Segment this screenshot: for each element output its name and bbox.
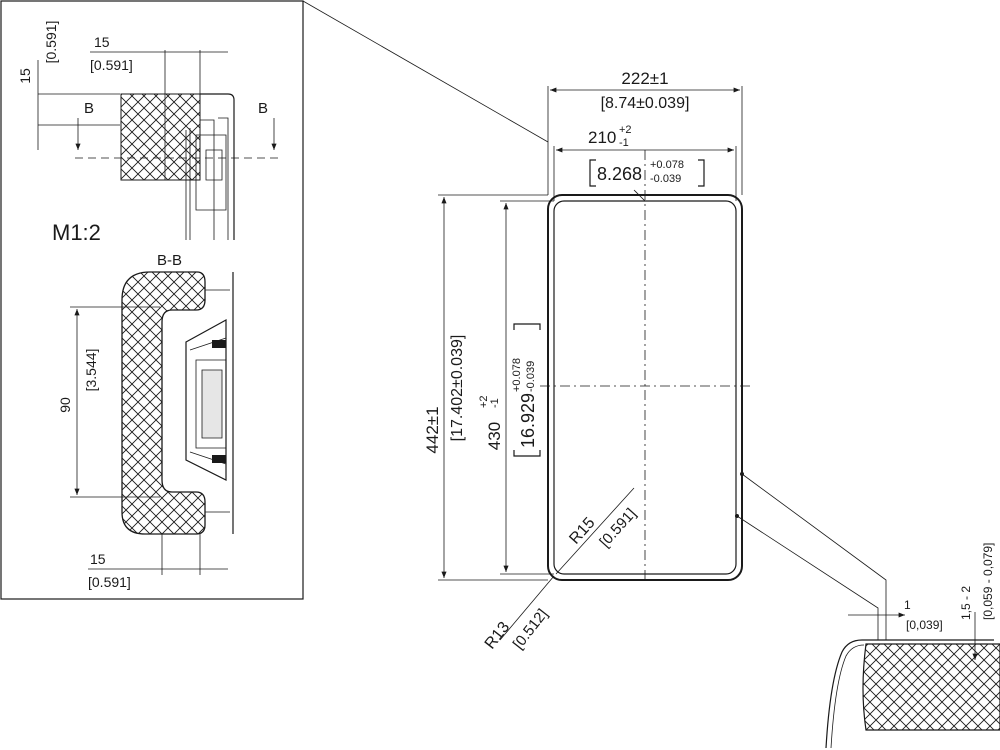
r13-mm: R13 [482, 619, 514, 653]
r13-leader [499, 575, 555, 641]
section-bb-view: B-B 90 [3.544] 15 [0.591] [57, 252, 234, 590]
inner-height-in-plus: +0.078 [511, 358, 523, 392]
section-title: B-B [157, 252, 182, 269]
inner-width-tol-plus: +2 [619, 124, 632, 136]
detail-frame [0, 0, 304, 600]
inner-width-in-plus: +0.078 [650, 159, 684, 171]
r15-in: [0.591] [596, 505, 639, 550]
outer-width-mm: 222±1 [621, 69, 668, 88]
section-mark-right: B [258, 100, 268, 117]
gap-mm: 1 [904, 598, 911, 612]
inner-width-tol-minus: -1 [619, 137, 629, 149]
outer-width-in: [8.74±0.039] [601, 95, 690, 112]
bb-height-in: [3.544] [83, 349, 99, 392]
bb-bottom-in: [0.591] [88, 574, 131, 590]
inner-width-in: 8.268 [597, 164, 642, 184]
section-mark-left: B [84, 100, 94, 117]
r15-leader [555, 487, 635, 575]
outer-height-in: [17.402±0.039] [449, 335, 466, 442]
top-flange-mm: 15 [94, 34, 110, 50]
sink-edge-profile [825, 639, 994, 749]
thick-mm: 1,5 - 2 [959, 586, 973, 620]
top-section-view: B B 15 [0.591] 15 [0.591] [17, 21, 278, 240]
bb-bottom-mm: 15 [90, 551, 106, 567]
section-bb-hatch [121, 271, 206, 535]
countertop-hatch [862, 643, 1000, 731]
inner-height-mm: 430 [485, 422, 504, 450]
r15-mm: R15 [566, 514, 598, 547]
inner-height-tol-plus: +2 [478, 395, 490, 408]
top-depth-mm: 15 [17, 68, 33, 84]
thick-in: [0,059 - 0,079] [981, 543, 995, 620]
plan-view: 222±1 [8.74±0.039] 210 +2 -1 8.268 +0.07… [423, 69, 887, 653]
r13-in: [0.512] [510, 606, 552, 653]
edge-detail: 1 [0,039] 1,5 - 2 [0,059 - 0,079] [825, 543, 1000, 749]
outer-height-mm: 442±1 [423, 406, 442, 453]
inner-height-in-minus: -0.039 [525, 361, 537, 392]
inner-width-in-minus: -0.039 [650, 173, 681, 185]
bb-height-mm: 90 [57, 397, 73, 413]
inner-height-in: 16.929 [518, 393, 538, 448]
detail-leader-line [302, 0, 549, 143]
scale-label: M1:2 [52, 220, 101, 245]
top-flange-in: [0.591] [90, 57, 133, 73]
inner-width-mm: 210 [588, 128, 616, 147]
top-section-hatch [120, 93, 201, 181]
top-depth-in: [0.591] [43, 21, 59, 64]
detail-panel: B B 15 [0.591] 15 [0.591] M1:2 B-B [0, 0, 549, 600]
inner-height-tol-minus: -1 [489, 398, 501, 408]
gap-in: [0,039] [906, 618, 943, 632]
